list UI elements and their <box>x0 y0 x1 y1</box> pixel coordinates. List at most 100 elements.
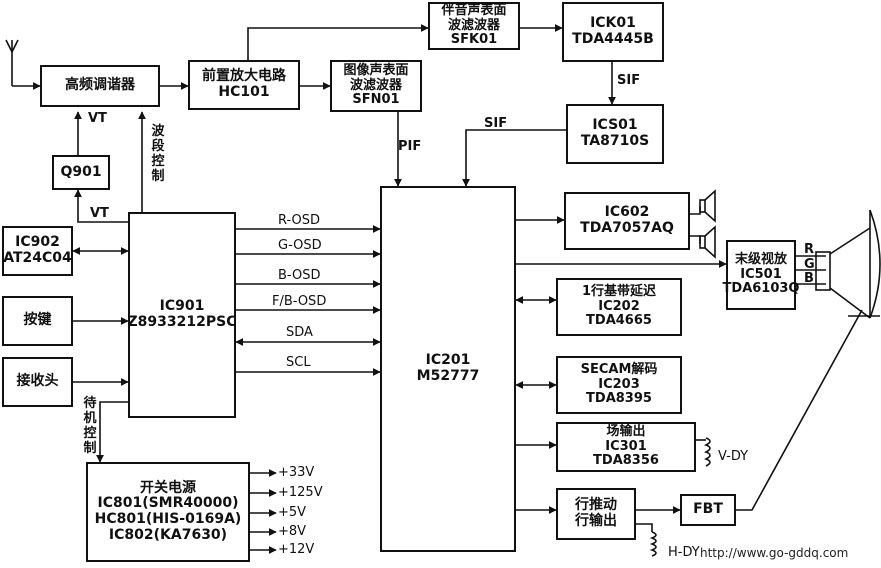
ics01-to-ic201-sif <box>462 129 566 187</box>
psu-ic802: IC802(KA7630) <box>108 526 228 543</box>
fbt-block: FBT <box>680 494 736 526</box>
h-dy-label: H-DY <box>668 545 700 560</box>
ic901-part: Z8933212PSC <box>127 314 237 330</box>
ic301-name-2: IC301 <box>605 438 647 454</box>
tuner-label: 高频调谐器 <box>65 77 135 94</box>
preamp-name: 前置放大电路 <box>202 68 286 85</box>
ic602-to-speaker-1 <box>690 206 701 215</box>
ic301-part: TDA8356 <box>593 453 659 469</box>
ic902-block: IC902 AT24C04 <box>2 226 73 276</box>
ic202-block: 1行基带延迟 IC202 TDA4665 <box>556 278 682 336</box>
speaker-icon <box>699 225 716 259</box>
ick01-name: ICK01 <box>590 15 636 32</box>
saw-sound-name-1: 伴音声表面 <box>441 3 507 19</box>
r-osd-label: R-OSD <box>278 213 321 228</box>
keys-label: 按键 <box>23 312 52 329</box>
crt-icon <box>815 209 881 319</box>
rgb-g-label: G <box>804 257 815 272</box>
psu-hc801: HC801(HIS-0169A) <box>94 511 242 527</box>
fbt-label: FBT <box>693 501 723 518</box>
watermark: http://www.go-gddq.com <box>700 546 849 560</box>
saw-video-block: 图像声表面 波滤波器 SFN01 <box>330 60 422 112</box>
ic901-to-q901-vt <box>74 189 128 223</box>
saw-video-name-2: 波滤波器 <box>349 77 402 93</box>
rgb-r-label: R <box>804 242 815 257</box>
psu-name: 开关电源 <box>140 479 196 496</box>
ic902-name: IC902 <box>15 234 60 251</box>
tuner-block: 高频调谐器 <box>40 65 160 107</box>
v125-label: +125V <box>278 485 323 500</box>
ic203-name-2: IC203 <box>598 376 640 392</box>
ic602-to-speaker-2 <box>690 235 701 244</box>
q901-name: Q901 <box>60 163 102 180</box>
ic202-part: TDA4665 <box>586 313 652 329</box>
ic201-block: IC201 M52777 <box>380 186 516 552</box>
sda-label: SDA <box>286 325 313 340</box>
ic203-part: TDA8395 <box>586 391 652 407</box>
saw-sound-name-2: 波滤波器 <box>447 17 500 33</box>
preamp-block: 前置放大电路 HC101 <box>188 60 300 110</box>
vdy-coil-icon <box>704 437 711 467</box>
ic301-name-1: 场输出 <box>606 424 646 440</box>
sif-label-upper: SIF <box>617 73 641 88</box>
ic201-name: IC201 <box>425 352 471 369</box>
fbt-to-crt-line <box>736 309 863 511</box>
ics01-part: TA8710S <box>580 133 650 149</box>
ic602-name: IC602 <box>604 204 650 221</box>
hdrive-name-1: 行推动 <box>575 497 617 514</box>
psu-block: 开关电源 IC801(SMR40000) HC801(HIS-0169A) IC… <box>86 462 250 562</box>
preamp-part: HC101 <box>218 84 270 100</box>
q901-block: Q901 <box>52 155 110 190</box>
hdrive-name-2: 行输出 <box>575 513 617 529</box>
band-control-label: 波段控制 <box>151 124 165 184</box>
ic901-block: IC901 Z8933212PSC <box>128 212 236 418</box>
ic902-part: AT24C04 <box>3 250 72 266</box>
receiver-block: 接收头 <box>2 357 73 407</box>
standby-control-label: 待机控制 <box>83 396 97 456</box>
saw-sound-part: SFK01 <box>450 32 498 48</box>
ic602-part: TDA7057AQ <box>580 220 674 236</box>
ic901-name: IC901 <box>159 298 205 315</box>
vt-label-bottom: VT <box>90 206 109 221</box>
ic202-name-1: 1行基带延迟 <box>581 284 657 300</box>
ic501-name-2: IC501 <box>740 266 782 282</box>
saw-video-name-1: 图像声表面 <box>343 63 409 79</box>
ic301-block: 场输出 IC301 TDA8356 <box>556 422 696 472</box>
ics01-name: ICS01 <box>592 117 638 134</box>
ic202-name-2: IC202 <box>598 298 640 314</box>
b-osd-label: B-OSD <box>278 268 321 283</box>
ick01-block: ICK01 TDA4445B <box>562 2 664 62</box>
saw-video-part: SFN01 <box>352 92 400 108</box>
v33-label: +33V <box>278 465 315 480</box>
speaker-icon <box>699 189 716 223</box>
ic203-block: SECAM解码 IC203 TDA8395 <box>556 356 682 414</box>
g-osd-label: G-OSD <box>278 238 322 253</box>
ics01-block: ICS01 TA8710S <box>566 104 664 164</box>
fb-osd-label: F/B-OSD <box>272 294 327 309</box>
saw-sound-block: 伴音声表面 波滤波器 SFK01 <box>428 2 520 50</box>
ic203-name-1: SECAM解码 <box>580 362 658 378</box>
hdy-coil-icon <box>649 531 657 557</box>
ic602-block: IC602 TDA7057AQ <box>564 192 690 250</box>
psu-ic801: IC801(SMR40000) <box>97 495 239 512</box>
v-dy-label: V-DY <box>718 449 749 464</box>
scl-label: SCL <box>286 355 311 370</box>
vt-label-top: VT <box>88 111 107 126</box>
standby-control-line <box>96 401 128 463</box>
ic201-part: M52777 <box>416 368 480 384</box>
v8-label: +8V <box>278 524 307 539</box>
ic501-part: TDA6103Q <box>722 281 800 297</box>
pif-label: PIF <box>398 139 422 154</box>
antenna-icon <box>5 39 19 86</box>
v5-label: +5V <box>278 505 307 520</box>
ic501-block: 末级视放 IC501 TDA6103Q <box>723 240 799 310</box>
hdrive-to-hdy <box>636 523 653 532</box>
sif-label-lower: SIF <box>484 116 508 131</box>
receiver-label: 接收头 <box>16 373 59 390</box>
rgb-b-label: B <box>804 271 814 286</box>
hdrive-block: 行推动 行输出 <box>556 488 636 540</box>
keys-block: 按键 <box>2 296 73 346</box>
ick01-part: TDA4445B <box>572 31 654 47</box>
preamp-to-saw-sound <box>247 24 429 62</box>
